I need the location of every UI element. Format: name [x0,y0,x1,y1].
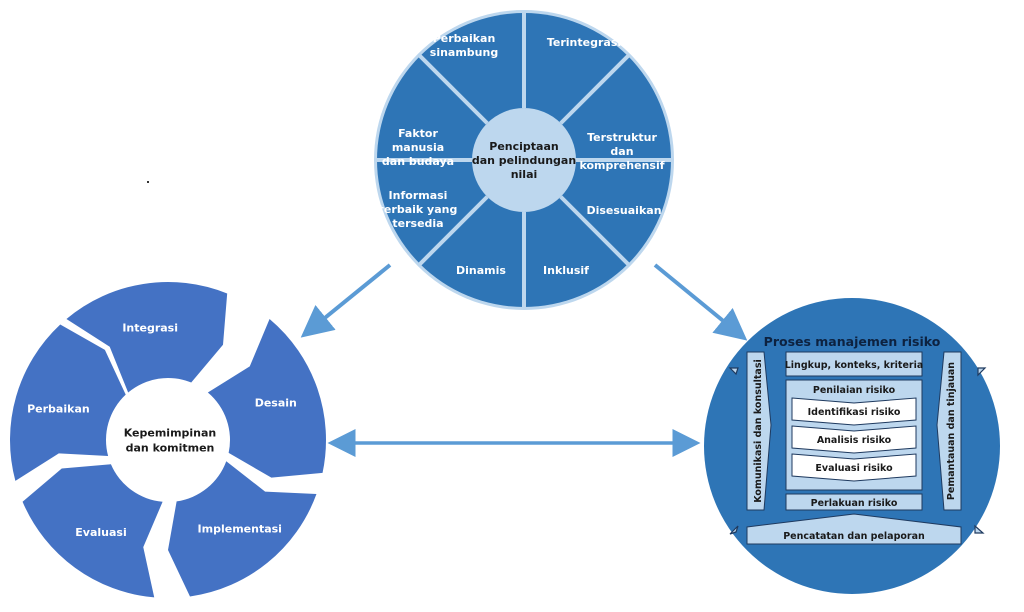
assessment-step-box [791,453,917,482]
scope-box [785,351,923,377]
recording-bar [746,513,962,545]
assessment-step-label: Evaluasi risiko [815,463,893,474]
framework-segment-label: Evaluasi [75,526,126,539]
framework-segment-label: Implementasi [198,522,282,535]
corner-triangle-icon [974,524,985,534]
principles-center [472,108,576,212]
communication-bar [746,351,772,511]
corner-triangle-icon [977,367,987,377]
assessment-step-label: Analisis risiko [817,435,892,446]
framework-segment [66,281,228,393]
corner-triangle-icon [728,367,739,376]
treatment-box [785,493,923,511]
assessment-step-box [791,425,917,454]
stray-dot [147,181,149,183]
framework-segment [9,324,126,481]
framework-segment-label: Integrasi [122,321,178,334]
scope-label: Lingkup, konteks, kriteria [785,360,924,371]
framework-segment-label: Desain [255,397,297,410]
principle-segment-label: Dinamis [456,264,506,277]
framework-segment-label: Perbaikan [27,402,90,415]
connector-arrows [300,263,748,457]
communication-label: Komunikasi dan konsultasi [753,359,764,503]
arrow-principles-to-framework [300,263,392,338]
recording-label: Pencatatan dan pelaporan [783,531,925,542]
principles-divider [417,195,489,267]
principle-segment-label: Inklusif [543,264,589,277]
framework-segment [22,464,163,598]
framework-segment [207,318,326,478]
assessment-step-label: Identifikasi risiko [808,407,901,418]
process-title: Proses manajemen risiko [764,334,941,349]
principle-segment-label: Disesuaikan [586,204,661,217]
principles-divider [417,53,489,125]
assessment-step-box [791,397,917,426]
principle-segment-label: Terintegrasi [547,36,621,49]
monitoring-label: Pemantauan dan tinjauan [946,362,957,500]
corner-triangle-icon [729,525,739,535]
framework-segment [168,461,317,597]
monitoring-bar [936,351,962,511]
principles-divider [559,195,631,267]
principles-divider [559,53,631,125]
treatment-label: Perlakuan risiko [811,498,898,509]
arrow-principles-to-process [653,263,748,341]
assessment-title: Penilaian risiko [813,385,896,396]
